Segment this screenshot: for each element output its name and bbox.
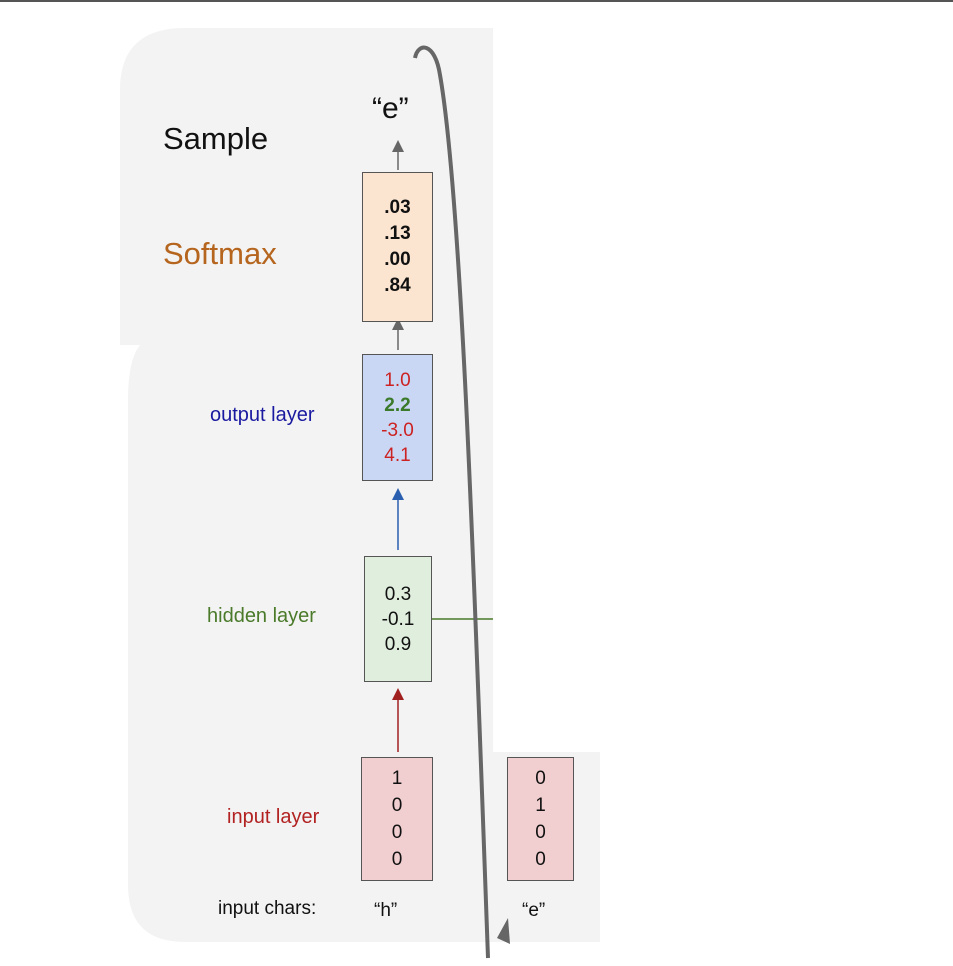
output-value: 1.0 bbox=[384, 369, 411, 391]
sampled-output-label: “e” bbox=[372, 92, 409, 125]
output-layer-box: 1.0 2.2 -3.0 4.1 bbox=[362, 354, 433, 481]
input-value: 0 bbox=[391, 795, 403, 816]
hidden-value: -0.1 bbox=[381, 608, 415, 630]
input-value: 0 bbox=[535, 768, 546, 789]
input-value: 1 bbox=[535, 795, 546, 816]
input-value: 0 bbox=[535, 822, 546, 843]
input-layer-label: input layer bbox=[227, 806, 320, 828]
input-chars-label: input chars: bbox=[218, 898, 317, 919]
output-value: -3.0 bbox=[381, 419, 414, 441]
output-value: 2.2 bbox=[384, 394, 411, 416]
output-value: 4.1 bbox=[384, 444, 411, 466]
sample-label: Sample bbox=[163, 121, 269, 156]
softmax-value: .13 bbox=[384, 223, 411, 244]
softmax-value: .03 bbox=[384, 197, 411, 218]
input-char-h: “h” bbox=[374, 900, 398, 921]
input-value: 0 bbox=[391, 849, 403, 870]
softmax-box: .03 .13 .00 .84 bbox=[362, 172, 433, 322]
hidden-value: 0.3 bbox=[384, 583, 412, 605]
input-box-e: 0 1 0 0 bbox=[507, 757, 574, 881]
softmax-value: .00 bbox=[384, 249, 411, 270]
input-char-e: “e” bbox=[522, 900, 546, 921]
input-value: 1 bbox=[391, 768, 403, 789]
top-rule bbox=[0, 0, 953, 2]
input-value: 0 bbox=[391, 822, 403, 843]
loop-arrowhead bbox=[497, 918, 510, 944]
input-box-h: 1 0 0 0 bbox=[361, 757, 433, 881]
softmax-value: .84 bbox=[384, 275, 411, 296]
hidden-value: 0.9 bbox=[384, 633, 412, 655]
hidden-layer-label: hidden layer bbox=[207, 605, 316, 627]
hidden-layer-box: 0.3 -0.1 0.9 bbox=[364, 556, 432, 682]
loop-arrow bbox=[413, 45, 490, 959]
input-value: 0 bbox=[535, 849, 546, 870]
softmax-label: Softmax bbox=[163, 236, 277, 271]
output-layer-label: output layer bbox=[210, 404, 315, 426]
